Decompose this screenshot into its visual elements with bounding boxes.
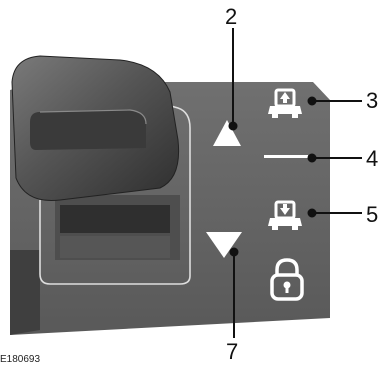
- vehicle-lower-icon: [268, 200, 302, 230]
- callout-3: 3: [366, 88, 379, 113]
- callout-5: 5: [366, 202, 379, 227]
- vehicle-raise-icon: [268, 88, 302, 118]
- callout-2: 2: [225, 4, 238, 29]
- leader-lines: [228, 28, 362, 338]
- callout-4: 4: [366, 146, 379, 171]
- control-knob[interactable]: [11, 55, 180, 202]
- normal-height-line-icon: [264, 155, 308, 158]
- up-triangle-icon[interactable]: [213, 120, 241, 146]
- lock-icon: [270, 258, 304, 301]
- down-triangle-icon[interactable]: [206, 232, 242, 258]
- figure-id: E180693: [0, 354, 41, 365]
- callout-7: 7: [226, 339, 239, 364]
